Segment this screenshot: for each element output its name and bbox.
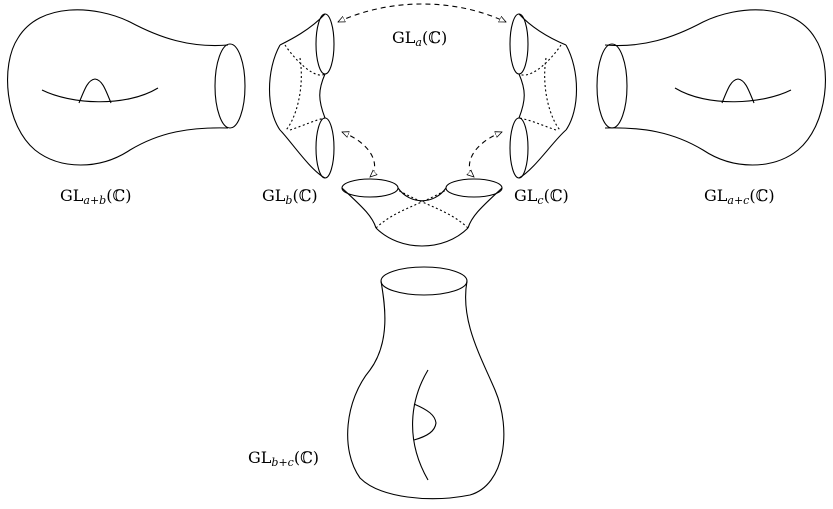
middle-pants-bottom [376,228,468,246]
left-pants [270,14,335,178]
left-pants-seam-1 [285,45,325,75]
right-pants-outer [519,14,566,45]
middle-pants-right-leg [468,188,502,228]
arrow-left-b [342,132,375,177]
right-surface-outline [605,10,825,165]
label-gl-b: GLb(ℂ) [262,186,318,207]
right-pants-top-cuff [510,14,528,74]
middle-pants-left-leg [342,188,376,228]
bottom-genus-curve [413,370,428,480]
label-gl-a-plus-c: GLa+c(ℂ) [704,186,775,207]
right-surface-a-plus-c [597,10,825,165]
left-genus-curve [42,88,158,102]
bottom-vase-left [348,281,504,499]
right-genus-cap [722,79,754,103]
left-pants-seam-2 [286,58,301,130]
right-genus-curve [675,88,791,102]
left-pants-bottom-cuff [316,118,334,178]
arrow-right-c [469,132,502,177]
bottom-boundary-circle [381,267,467,295]
left-pants-waist [270,45,281,130]
left-pants-outer-bottom [280,130,325,178]
right-boundary-circle [597,44,627,128]
middle-pants [342,179,502,246]
left-surface-outline [8,10,228,165]
right-pants-seam-1 [519,45,561,75]
bottom-surface-b-plus-c [348,267,504,499]
right-pants-outer-bottom [519,130,566,178]
label-gl-b-plus-c: GLb+c(ℂ) [248,448,319,469]
right-pants-seam-2 [545,58,560,130]
right-pants-waist [566,45,577,130]
right-pants-bottom-cuff [510,118,528,178]
left-pants-top-cuff [316,14,334,74]
bottom-genus-cap [414,404,436,440]
label-gl-c: GLc(ℂ) [514,186,569,207]
left-pants-outer [280,14,325,45]
right-pants-inner [519,74,524,118]
left-genus-cap [79,79,111,103]
middle-pants-right-cuff [446,179,502,197]
label-gl-a: GLa(ℂ) [392,28,447,49]
right-pants [510,14,577,178]
middle-pants-crotch [398,188,446,201]
middle-pants-left-cuff [342,179,398,197]
arrow-top-a [338,4,506,22]
left-boundary-circle [215,44,245,128]
label-gl-a-plus-b: GLa+b(ℂ) [60,186,131,207]
left-surface-a-plus-b [8,10,245,165]
left-pants-inner [320,74,325,118]
